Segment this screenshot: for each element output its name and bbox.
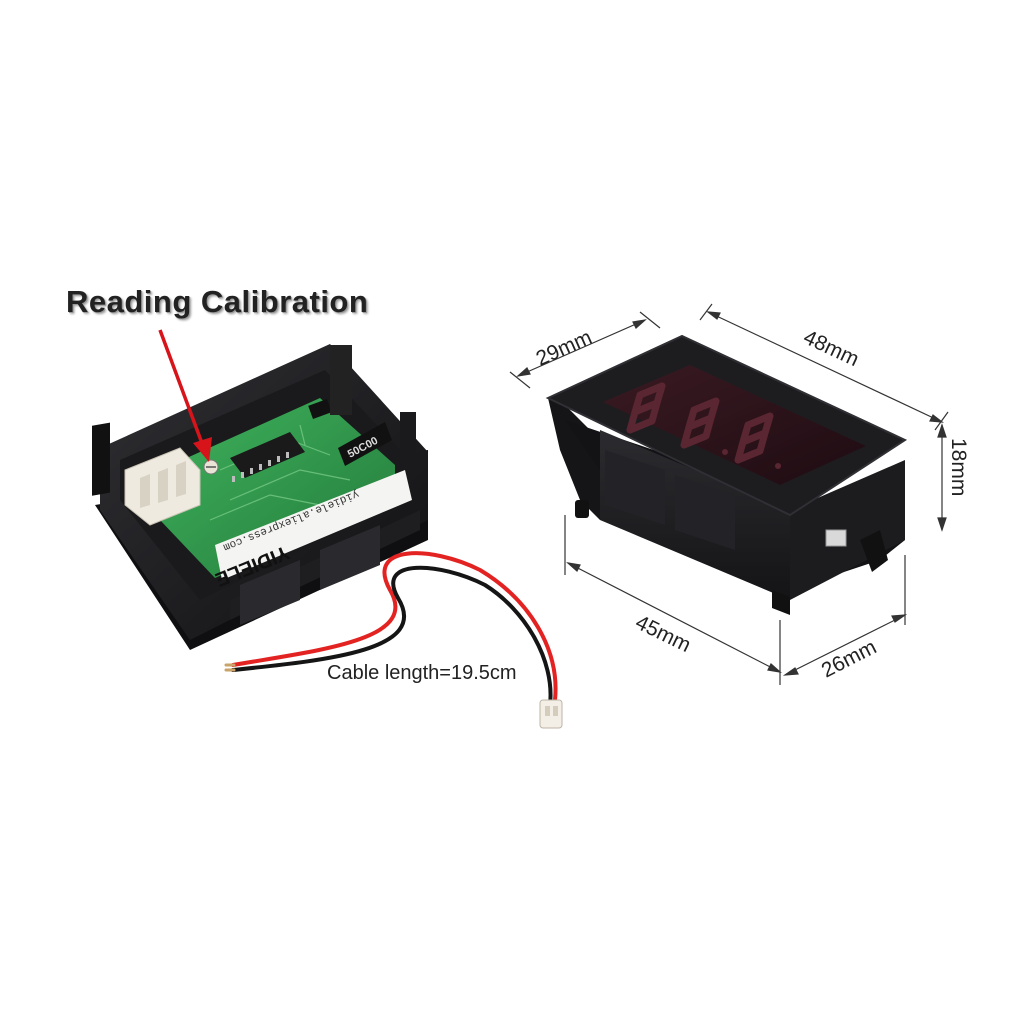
display-glass	[603, 365, 866, 485]
meter-front-view	[545, 334, 908, 615]
jst-connector	[124, 447, 201, 526]
dim-label-29mm: 29mm	[533, 326, 596, 371]
reading-calibration-label: Reading Calibration	[66, 284, 369, 319]
cable	[224, 551, 563, 729]
dimension-lines	[509, 303, 949, 685]
cable-plug	[539, 699, 563, 729]
meter-back-view: 50C00 YIDIELE yidiele.aliexpress.com	[92, 344, 428, 650]
ic-chip	[230, 432, 305, 478]
calibration-arrow	[158, 329, 212, 462]
dim-label-45mm: 45mm	[632, 611, 695, 657]
seven-segment-digits	[626, 382, 781, 469]
dim-label-48mm: 48mm	[800, 326, 863, 372]
dim-label-18mm: 18mm	[947, 438, 970, 496]
cable-length-label: Cable length=19.5cm	[327, 662, 517, 684]
pcb-board	[160, 398, 395, 578]
